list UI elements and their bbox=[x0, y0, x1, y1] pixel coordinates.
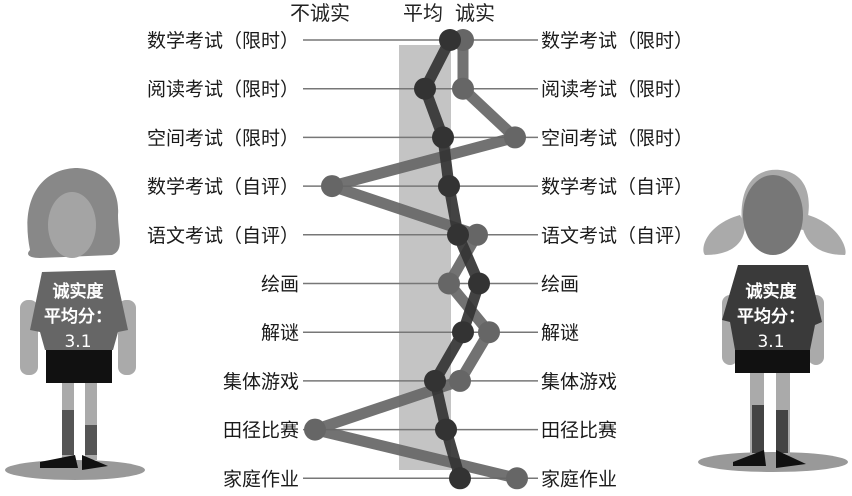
left-girl-point bbox=[304, 418, 326, 441]
left-girl-point bbox=[478, 321, 500, 344]
right-girl-point bbox=[438, 175, 460, 198]
right-girl-point bbox=[432, 126, 454, 149]
left-girl-point bbox=[452, 77, 474, 100]
category-label-right: 田径比赛 bbox=[541, 420, 617, 442]
left-girl-point bbox=[438, 272, 460, 295]
left-girl-point bbox=[449, 369, 471, 392]
right-girl-point bbox=[449, 467, 471, 490]
right-girl-point bbox=[435, 418, 457, 441]
category-label-left: 数学考试（自评） bbox=[147, 176, 299, 198]
left-girl-point bbox=[504, 126, 526, 149]
category-label-left: 家庭作业 bbox=[223, 468, 299, 490]
right-girl-point bbox=[452, 321, 474, 344]
scale-label-dishonest: 不诚实 bbox=[290, 1, 350, 25]
category-label-left: 阅读考试（限时） bbox=[147, 79, 299, 101]
category-label-right: 绘画 bbox=[541, 274, 579, 296]
category-label-right: 数学考试（自评） bbox=[541, 176, 693, 198]
category-label-left: 绘画 bbox=[261, 274, 299, 296]
right-girl-shirt-line1: 诚实度 bbox=[746, 281, 798, 302]
category-label-right: 解谜 bbox=[541, 322, 579, 344]
left-girl-point bbox=[466, 223, 488, 246]
left-girl-point bbox=[321, 175, 343, 198]
right-girl-illustration: 诚实度 平均分： 3.1 bbox=[698, 169, 848, 472]
right-girl-point bbox=[468, 272, 490, 295]
scale-label-average: 平均 bbox=[403, 1, 443, 25]
right-girl-shirt-line2: 平均分： bbox=[737, 306, 805, 327]
right-girl-score: 3.1 bbox=[757, 332, 784, 352]
category-label-left: 田径比赛 bbox=[223, 420, 299, 442]
category-label-right: 数学考试（限时） bbox=[541, 30, 693, 52]
category-label-right: 语文考试（自评） bbox=[541, 225, 693, 247]
right-girl-point bbox=[414, 77, 436, 100]
category-label-right: 家庭作业 bbox=[541, 468, 617, 490]
category-label-right: 阅读考试（限时） bbox=[541, 79, 693, 101]
category-label-left: 集体游戏 bbox=[223, 371, 299, 393]
scale-label-honest: 诚实 bbox=[455, 1, 495, 25]
category-label-right: 集体游戏 bbox=[541, 371, 617, 393]
category-label-left: 解谜 bbox=[261, 322, 299, 344]
category-label-left: 空间考试（限时） bbox=[147, 127, 299, 149]
left-girl-shirt-line1: 诚实度 bbox=[53, 281, 105, 302]
left-girl-score: 3.1 bbox=[64, 332, 91, 352]
left-girl-shirt-line2: 平均分： bbox=[44, 306, 112, 327]
right-girl-point bbox=[447, 223, 469, 246]
right-girl-point bbox=[439, 29, 461, 51]
category-label-left: 数学考试（限时） bbox=[147, 30, 299, 52]
right-girl-line bbox=[419, 37, 485, 480]
category-label-left: 语文考试（自评） bbox=[147, 225, 299, 247]
left-girl-illustration: 诚实度 平均分： 3.1 bbox=[5, 168, 145, 480]
left-girl-point bbox=[506, 467, 528, 490]
category-label-right: 空间考试（限时） bbox=[541, 127, 693, 149]
right-girl-point bbox=[424, 369, 446, 392]
